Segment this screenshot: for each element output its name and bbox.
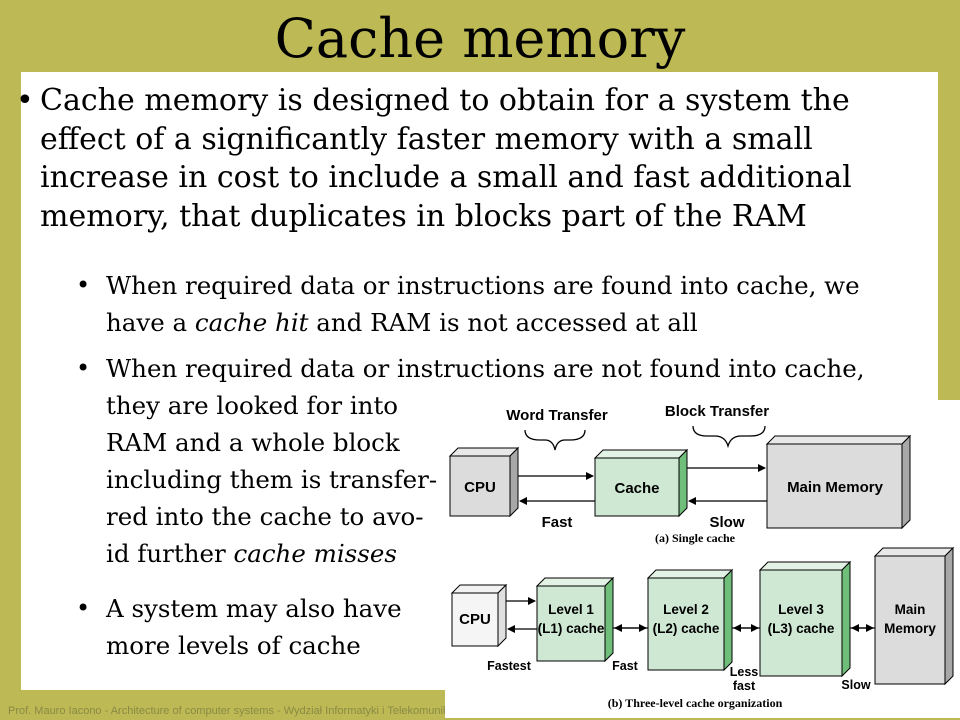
word-transfer-brace (524, 429, 586, 451)
bullet-dot: • (76, 594, 91, 622)
slow-label-multi: Slow (841, 678, 870, 692)
cpu-label-single: CPU (464, 479, 496, 496)
bullet-dot: • (76, 271, 91, 299)
l1-cache-box: Level 1 (L1) cache (535, 576, 615, 663)
cache-hit-post: and RAM is not accessed at all (308, 308, 698, 337)
slow-label-single: Slow (709, 514, 744, 531)
cache-miss-line2: they are looked for into (106, 391, 399, 420)
l1-label-line2: (L1) cache (538, 621, 605, 636)
l2-label-line1: Level 2 (663, 602, 709, 617)
slide-title: Cache memory (274, 7, 686, 70)
bullet-cache-hit: • When required data or instructions are… (76, 267, 896, 341)
l2-cache-box: Level 2 (L2) cache (646, 568, 734, 672)
main-memory-box-multi: Main Memory (873, 546, 955, 686)
cache-hit-pre: When required data or instructions are f… (106, 271, 860, 337)
levels-line2: more levels of cache (106, 631, 361, 660)
block-transfer-label: Block Transfer (665, 403, 769, 420)
caption-three-level: (b) Three-level cache organization (608, 696, 783, 710)
bullet-dot: • (76, 354, 91, 382)
cache-hit-term: cache hit (194, 308, 309, 337)
cache-miss-line5: red into the cache to avo- (106, 502, 424, 531)
bullet-cache-miss: • When required data or instructions are… (76, 350, 926, 572)
cpu-box-multi: CPU (450, 583, 508, 648)
l2-label-line2: (L2) cache (653, 621, 720, 636)
main-memory-label-line2: Memory (884, 621, 936, 636)
main-memory-label-single: Main Memory (787, 479, 884, 496)
bullet-main-text: Cache memory is designed to obtain for a… (40, 83, 852, 234)
fastest-label: Fastest (487, 659, 532, 673)
main-memory-box-single: Main Memory (765, 434, 912, 530)
cache-miss-line3: RAM and a whole block (106, 428, 400, 457)
l3-label-line2: (L3) cache (768, 621, 835, 636)
cache-diagram: Word Transfer Block Transfer CPU Cache M… (445, 400, 960, 718)
less-fast-label-line1: Less (730, 665, 759, 679)
l1-label-line1: Level 1 (548, 602, 594, 617)
cache-miss-line1: When required data or instructions are n… (106, 354, 865, 383)
bullet-dot: • (16, 83, 34, 118)
cache-diagram-svg: Word Transfer Block Transfer CPU Cache M… (448, 403, 955, 710)
cache-label-single: Cache (614, 480, 659, 497)
caption-single-cache: (a) Single cache (655, 531, 736, 545)
cache-miss-line4: including them is transfer- (106, 465, 438, 494)
cpu-label-multi: CPU (459, 611, 491, 628)
fast-label-multi: Fast (612, 659, 639, 673)
bullet-main: • Cache memory is designed to obtain for… (16, 82, 920, 236)
less-fast-label-line2: fast (733, 679, 756, 693)
cache-misses-term: cache misses (233, 539, 397, 568)
cpu-box-single: CPU (448, 446, 520, 518)
main-memory-label-line1: Main (895, 602, 926, 617)
cache-miss-line6: id further cache misses (106, 539, 397, 568)
word-transfer-label: Word Transfer (506, 407, 608, 424)
l3-label-line1: Level 3 (778, 602, 824, 617)
cache-box-single: Cache (593, 448, 689, 518)
levels-line1: A system may also have (106, 594, 402, 623)
block-transfer-brace (692, 425, 766, 449)
l3-cache-box: Level 3 (L3) cache (758, 560, 852, 678)
bullet-levels: • A system may also have more levels of … (76, 590, 436, 664)
fast-label-single: Fast (542, 514, 573, 531)
